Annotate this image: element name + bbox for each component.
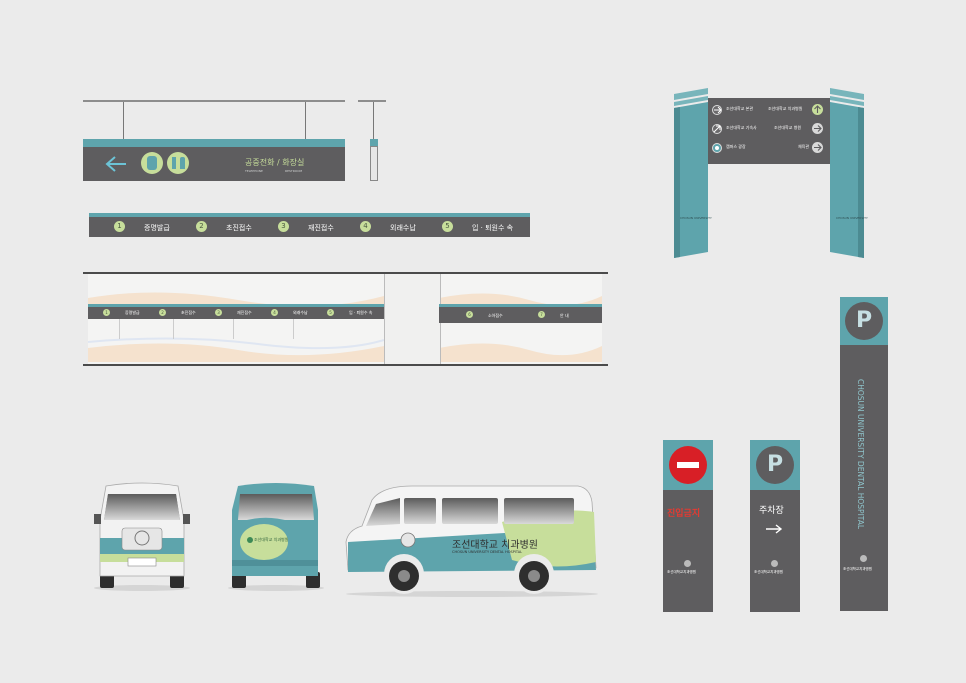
arrow-right-icon [712,105,722,115]
no-entry-label: 진입금지 [667,509,701,519]
counter-number: 3 [278,221,289,232]
gate-sign: CHOSUN UNIVERSITY CHOSUN UNIVERSITY 조선대학… [670,88,870,260]
desk-top-line [83,272,608,274]
footer-logo-icon [684,560,691,567]
arrow-right-icon [766,524,783,534]
van-front-view [94,482,190,591]
desk-label: 외래수납 [293,310,308,315]
desk-number: 2 [159,309,166,316]
desk-label: 증명발급 [125,310,140,315]
van-rear-view [228,483,324,591]
van-rear-name: 조선대학교 치과병원 [254,537,289,542]
desk-bottom-line [83,364,608,366]
hanger-wire [123,102,124,139]
gate-label: 조선대학교 치과병원 [768,106,803,111]
counter-number: 5 [442,221,453,232]
wave-decoration [88,292,384,362]
desk-label: 소아접수 [488,313,503,318]
gate-post-left [674,88,708,258]
desk-number: 5 [327,309,334,316]
desk-number: 1 [103,309,110,316]
tall-parking-post: P CHOSUN UNIVERSITY DENTAL HOSPITAL 조선대학… [840,297,888,611]
ceiling-rail [83,100,345,102]
gate-post-right [830,88,864,258]
sign-sub-left: TELEPHONE [245,169,263,173]
desk-label: 입 · 퇴원수 속 [349,310,373,315]
arrow-right-icon [812,123,823,134]
desk-label: 초진접수 [181,310,196,315]
gate-post-text: CHOSUN UNIVERSITY [680,216,712,220]
counter-number: 4 [360,221,371,232]
parking-label: 주차장 [759,506,784,516]
arrow-up-right-icon [712,124,722,134]
desk-label: 안 내 [560,313,569,318]
sign-teal-strip [83,139,345,147]
counter-number: 1 [114,221,125,232]
van-side-name-en: CHOSUN UNIVERSITY DENTAL HOSPITAL [452,550,523,554]
footer-logo-icon [860,555,867,562]
parking-icon: P [845,302,883,340]
arrow-right-icon [812,142,823,153]
tall-post-text: CHOSUN UNIVERSITY DENTAL HOSPITAL [856,379,865,530]
desk-number: 3 [215,309,222,316]
counter-label: 증명발급 [144,224,170,232]
no-entry-icon [669,446,707,484]
sign-panel: 공중전화 / 화장실 TELEPHONE RESTROOM [83,147,345,181]
counter-label: 재진접수 [308,224,334,232]
van-side-name-kr: 조선대학교 치과병원 [452,540,538,551]
desk-number: 6 [466,311,473,318]
campus-icon [712,143,722,153]
gate-panel [708,98,830,164]
hanging-sign-side [358,100,388,182]
van-side-view [345,485,598,597]
hanger-wire [305,102,306,139]
counter-label: 입 · 퇴원수 속 [472,224,514,232]
arrow-left-icon [105,156,126,172]
hanging-sign: 공중전화 / 화장실 TELEPHONE RESTROOM [83,100,348,182]
footer-logo-icon [771,560,778,567]
column [384,274,441,364]
parking-icon: P [756,446,794,484]
wave-decoration [439,293,602,362]
sign-main-text: 공중전화 / 화장실 [245,158,305,167]
arrow-up-icon [812,104,823,115]
desk-label: 재진접수 [237,310,252,315]
sign-sub-right: RESTROOM [285,169,303,173]
counter-label: 외래수납 [390,224,416,232]
counter-number: 2 [196,221,207,232]
post-footer: 조선대학교치과병원 [843,567,872,571]
gate-label: 체육관 [798,144,810,149]
gate-label: 조선대학교 본관 [726,106,754,111]
reception-desk: 1 증명발급 2 초진접수 3 재진접수 4 외래수납 5 입 · 퇴원수 속 6 소아접수 7 안 내 [83,272,608,367]
counter-label: 초진접수 [226,224,252,232]
gate-label: 조선대학교 기숙사 [726,125,757,130]
counter-sign: 1 증명발급 2 초진접수 3 재진접수 4 외래수납 5 입 · 퇴원수 속 [89,213,530,238]
gate-label: 캠퍼스 광장 [726,144,746,149]
restroom-icon [167,152,189,174]
post-footer: 조선대학교치과병원 [667,570,696,574]
desk-number: 7 [538,311,545,318]
no-entry-post: 진입금지 조선대학교치과병원 [663,440,713,612]
post-footer: 조선대학교치과병원 [754,570,783,574]
gate-post-text: CHOSUN UNIVERSITY [836,216,868,220]
desk-number: 4 [271,309,278,316]
parking-post: P 주차장 조선대학교치과병원 [750,440,800,612]
telephone-icon [141,152,163,174]
gate-label: 조선대학교 병원 [774,125,802,130]
